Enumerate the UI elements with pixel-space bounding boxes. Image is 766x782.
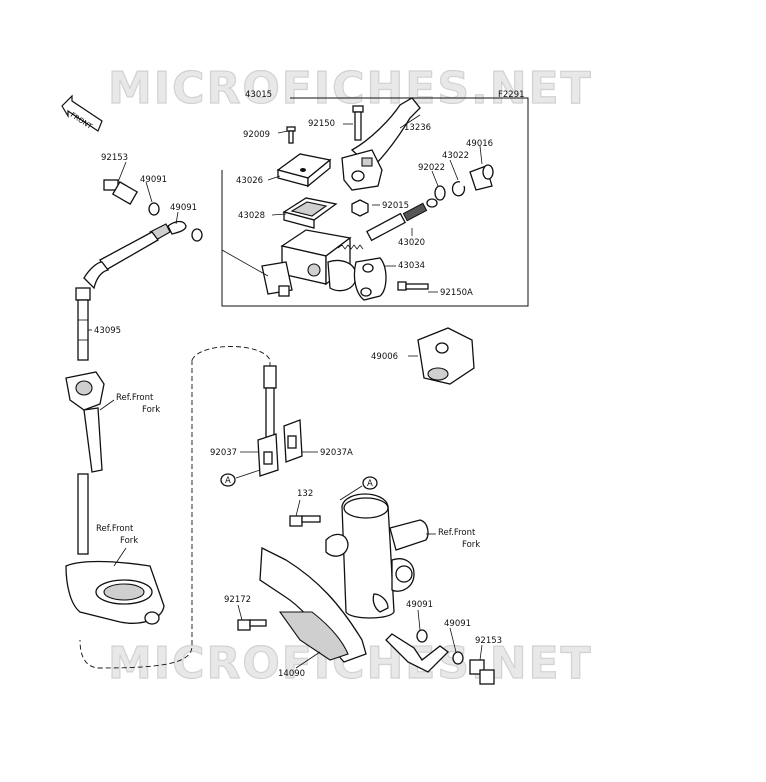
reservoir-cap-43026 [276, 153, 332, 188]
figure-code: F2291 [498, 90, 525, 100]
bolt-92150A [397, 281, 429, 291]
label-92172: 92172 [224, 595, 251, 605]
label-49091-top2: 49091 [170, 203, 197, 213]
hose-guide-upper [65, 371, 105, 555]
gasket-49091-bot1 [416, 629, 428, 643]
label-43026: 43026 [236, 176, 263, 186]
marker-a1: A [225, 476, 231, 486]
master-cylinder-body [261, 229, 357, 297]
label-49006: 49006 [371, 352, 398, 362]
ref-front-fork-1b: Fork [142, 405, 160, 415]
label-43020: 43020 [398, 238, 425, 248]
gasket-49091-top1 [148, 202, 160, 216]
marker-a2-circle [362, 476, 378, 490]
brake-lever-13236 [341, 97, 421, 191]
label-43022: 43022 [442, 151, 469, 161]
label-92015: 92015 [382, 201, 409, 211]
label-43015: 43015 [245, 90, 272, 100]
bolt-92150 [352, 105, 364, 141]
kit-box [221, 97, 529, 307]
label-132: 132 [297, 489, 313, 499]
gasket-49091-bot2 [452, 651, 464, 665]
ref-front-fork-2: Ref.Front [96, 524, 134, 534]
bolt-132 [289, 515, 321, 527]
label-49016: 49016 [466, 139, 493, 149]
label-14090: 14090 [278, 669, 305, 679]
dashed-outline [79, 346, 271, 669]
watermark-top: MICROFICHES.NET [108, 63, 593, 114]
ref-front-fork-3b: Fork [462, 540, 480, 550]
caliper-assembly [325, 493, 429, 619]
boot-49016 [469, 164, 494, 191]
banjo-bolt-92153-top [103, 179, 139, 205]
caliper-hose-end [385, 633, 449, 673]
hose-guide-lower [65, 560, 165, 625]
ref-front-fork-3: Ref.Front [438, 528, 476, 538]
label-92037: 92037 [210, 448, 237, 458]
ref-front-fork-2b: Fork [120, 536, 138, 546]
label-92037A: 92037A [320, 448, 353, 458]
diaphragm-43028 [282, 197, 338, 229]
label-43034: 43034 [398, 261, 425, 271]
label-49091-top1: 49091 [140, 175, 167, 185]
brake-hose-43095 [75, 220, 187, 361]
bracket-92037A [283, 419, 303, 463]
label-92022: 92022 [418, 163, 445, 173]
gasket-49091-top2 [191, 228, 203, 242]
banjo-bolt-92153-bottom [469, 659, 495, 685]
label-92009: 92009 [243, 130, 270, 140]
label-92150A: 92150A [440, 288, 473, 298]
label-92153-top: 92153 [101, 153, 128, 163]
label-92150: 92150 [308, 119, 335, 129]
clamp-43034 [353, 257, 387, 301]
label-43028: 43028 [238, 211, 265, 221]
front-arrow-icon: FRONT [61, 94, 103, 132]
label-92153-bottom: 92153 [475, 636, 502, 646]
label-49091-bot2: 49091 [444, 619, 471, 629]
hose-mount-49006 [417, 327, 475, 385]
piston-43020 [337, 198, 438, 250]
bracket-92037 [257, 433, 279, 477]
marker-a1-circle [220, 473, 236, 487]
nut-92015 [351, 199, 369, 217]
bolt-92172 [237, 619, 267, 631]
label-43095: 43095 [94, 326, 121, 336]
circlip-43022 [451, 181, 466, 197]
label-13236: 13236 [404, 123, 431, 133]
marker-a2: A [367, 479, 373, 489]
ref-front-fork-1: Ref.Front [116, 393, 154, 403]
label-49091-bot1: 49091 [406, 600, 433, 610]
guard-14090 [259, 546, 367, 663]
leader-lines [88, 114, 483, 669]
washer-92022 [434, 185, 446, 201]
screw-92009 [286, 126, 296, 144]
